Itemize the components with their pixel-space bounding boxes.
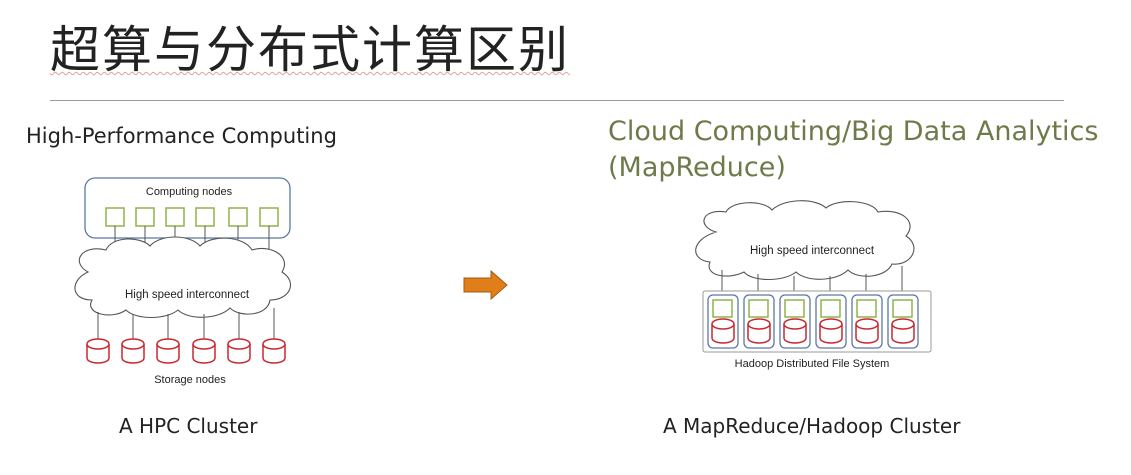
- storage-disk: [121, 338, 145, 364]
- storage-disk: [192, 338, 216, 364]
- title-divider: [50, 100, 1064, 101]
- hadoop-node: [815, 294, 847, 349]
- storage-nodes-label: Storage nodes: [154, 374, 226, 386]
- hadoop-node: [887, 294, 919, 349]
- compute-node: [165, 207, 185, 227]
- compute-node: [105, 207, 125, 227]
- hpc-interconnect-cloud: [74, 236, 292, 319]
- hdfs-label: Hadoop Distributed File System: [735, 358, 890, 370]
- hpc-lower-links: [97, 308, 275, 340]
- compute-node: [195, 207, 215, 227]
- computing-nodes-label: Computing nodes: [146, 186, 233, 198]
- hpc-interconnect-label: High speed interconnect: [125, 289, 250, 301]
- mapreduce-heading: Cloud Computing/Big Data Analytics (MapR…: [608, 114, 1098, 186]
- compute-node: [228, 207, 248, 227]
- hpc-storage-nodes: [86, 338, 286, 364]
- mapreduce-caption: A MapReduce/Hadoop Cluster: [663, 414, 961, 438]
- slide-title: 超算与分布式计算区别: [50, 21, 570, 79]
- hadoop-node: [707, 294, 739, 349]
- mapreduce-interconnect-cloud: [695, 200, 915, 281]
- hadoop-node: [851, 294, 883, 349]
- compute-node: [135, 207, 155, 227]
- hpc-caption: A HPC Cluster: [119, 414, 258, 438]
- hadoop-node: [779, 294, 811, 349]
- mapreduce-heading-line1: Cloud Computing/Big Data Analytics: [608, 116, 1099, 147]
- mapreduce-diagram: High speed interconnect: [695, 200, 932, 370]
- storage-disk: [227, 338, 251, 364]
- hpc-compute-nodes: [105, 207, 279, 227]
- hadoop-node: [743, 294, 775, 349]
- compute-node: [259, 207, 279, 227]
- storage-disk: [156, 338, 180, 364]
- transition-arrow: [463, 269, 508, 301]
- hpc-diagram: Computing nodes High speed interconnect: [74, 177, 292, 386]
- mapreduce-interconnect-label: High speed interconnect: [750, 245, 875, 257]
- hpc-heading: High-Performance Computing: [26, 124, 337, 148]
- hadoop-node-columns: [707, 294, 919, 349]
- storage-disk: [262, 338, 286, 364]
- storage-disk: [86, 338, 110, 364]
- mapreduce-heading-line2: (MapReduce): [608, 152, 786, 183]
